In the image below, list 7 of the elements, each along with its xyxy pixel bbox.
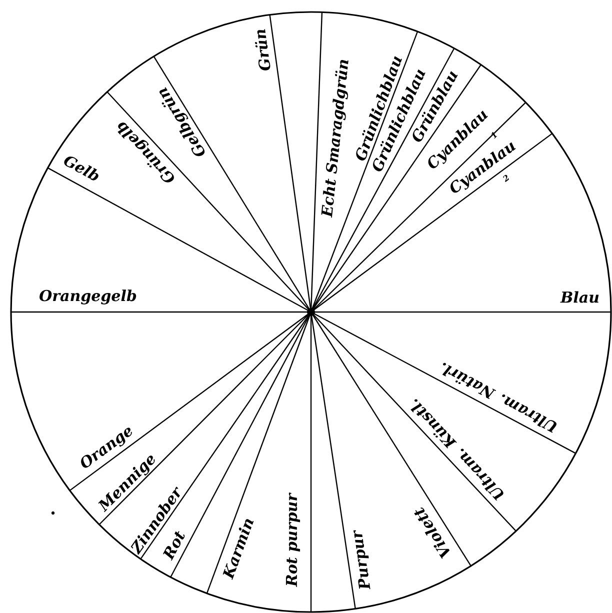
color-name-label: Orangegelb xyxy=(40,290,136,304)
color-name-label: Grün xyxy=(254,29,270,70)
color-name-label: Rot purpur xyxy=(286,492,300,587)
color-name-label: Blau xyxy=(560,291,599,303)
color-name-label: Echt Smaragdgrün xyxy=(321,60,348,218)
color-name-label: Gelb xyxy=(64,156,98,180)
color-name-label: Purpur xyxy=(354,530,370,590)
